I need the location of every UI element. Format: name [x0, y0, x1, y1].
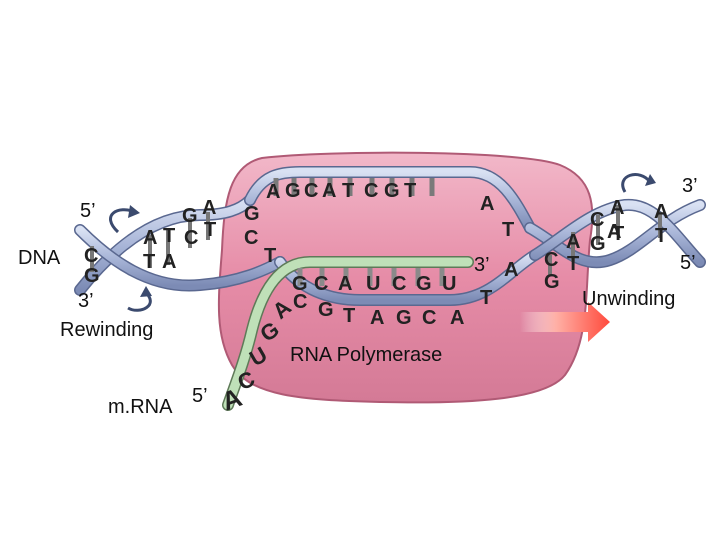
base-letter: T	[143, 251, 155, 273]
base-letter: A	[202, 197, 216, 219]
base-letter: T	[404, 180, 416, 202]
base-letter: G	[244, 203, 260, 225]
left-helix-bases: G A A T C T T A C G	[84, 197, 216, 287]
base-letter: T	[342, 180, 354, 202]
base-letter: T	[204, 219, 216, 241]
rna-base: G	[416, 273, 432, 295]
base-letter: A	[504, 259, 518, 281]
bubble-bases: G C T A G C A T C G T A T A T G C A U C …	[244, 180, 518, 329]
base-letter: G	[285, 180, 301, 202]
rna-base: C	[314, 273, 328, 295]
base-letter: T	[480, 287, 492, 309]
template-strand	[274, 249, 541, 306]
dna-label: DNA	[18, 247, 61, 269]
rna-base: A	[338, 273, 352, 295]
rna-three-prime-label: 3’	[474, 254, 490, 276]
three-prime-left-label: 3’	[78, 290, 94, 312]
rna-base: G	[292, 273, 308, 295]
base-letter: A	[143, 227, 157, 249]
base-letter: A	[266, 181, 280, 203]
base-letter: C	[590, 209, 604, 231]
rna-base: U	[366, 273, 380, 295]
rna-strand	[222, 256, 474, 411]
coding-strand	[244, 166, 536, 234]
template-base: T	[343, 305, 355, 327]
base-letter: G	[84, 265, 100, 287]
base-letter: A	[607, 221, 621, 243]
rna-base: C	[392, 273, 406, 295]
template-base: G	[318, 299, 334, 321]
right-helix	[524, 198, 706, 275]
base-letter: G	[544, 271, 560, 293]
left-helix	[74, 194, 286, 296]
base-letter: G	[590, 233, 606, 255]
base-letter: A	[322, 180, 336, 202]
base-letter: C	[544, 249, 558, 271]
template-base: A	[370, 307, 384, 329]
five-prime-right-label: 5’	[680, 252, 696, 274]
base-letter: C	[244, 227, 258, 249]
rewinding-label: Rewinding	[60, 319, 154, 341]
base-letter: C	[84, 245, 98, 267]
template-base: A	[450, 307, 464, 329]
base-letter: T	[163, 225, 175, 247]
base-letter: T	[567, 253, 579, 275]
base-letter: G	[182, 205, 198, 227]
base-letter: T	[502, 219, 514, 241]
template-base: C	[293, 291, 307, 313]
base-letter: A	[566, 231, 580, 253]
base-letter: T	[612, 223, 624, 245]
base-letter: C	[304, 180, 318, 202]
base-letter: A	[162, 251, 176, 273]
unwinding-label: Unwinding	[582, 288, 676, 310]
base-letter: T	[264, 245, 276, 267]
mrna-label: m.RNA	[108, 396, 173, 418]
base-letter: T	[655, 225, 667, 247]
three-prime-right-label: 3’	[682, 175, 698, 197]
rewinding-rotation-icon	[109, 205, 152, 312]
template-base: C	[422, 307, 436, 329]
right-helix-bases: C G A T A G C A T A T	[544, 197, 668, 293]
template-base: G	[396, 307, 412, 329]
mrna-five-prime-label: 5’	[192, 385, 208, 407]
rna-base: U	[442, 273, 456, 295]
base-letter: C	[184, 227, 198, 249]
base-letter: G	[384, 180, 400, 202]
direction-arrow	[520, 302, 610, 342]
unwinding-rotation-icon	[621, 173, 656, 193]
rna-polymerase-label: RNA Polymerase	[290, 344, 443, 366]
five-prime-left-label: 5’	[80, 200, 96, 222]
base-letter: A	[654, 201, 668, 223]
rna-polymerase-body	[217, 151, 594, 404]
base-letter: A	[480, 193, 494, 215]
base-letter: A	[610, 197, 624, 219]
base-letter: C	[364, 180, 378, 202]
